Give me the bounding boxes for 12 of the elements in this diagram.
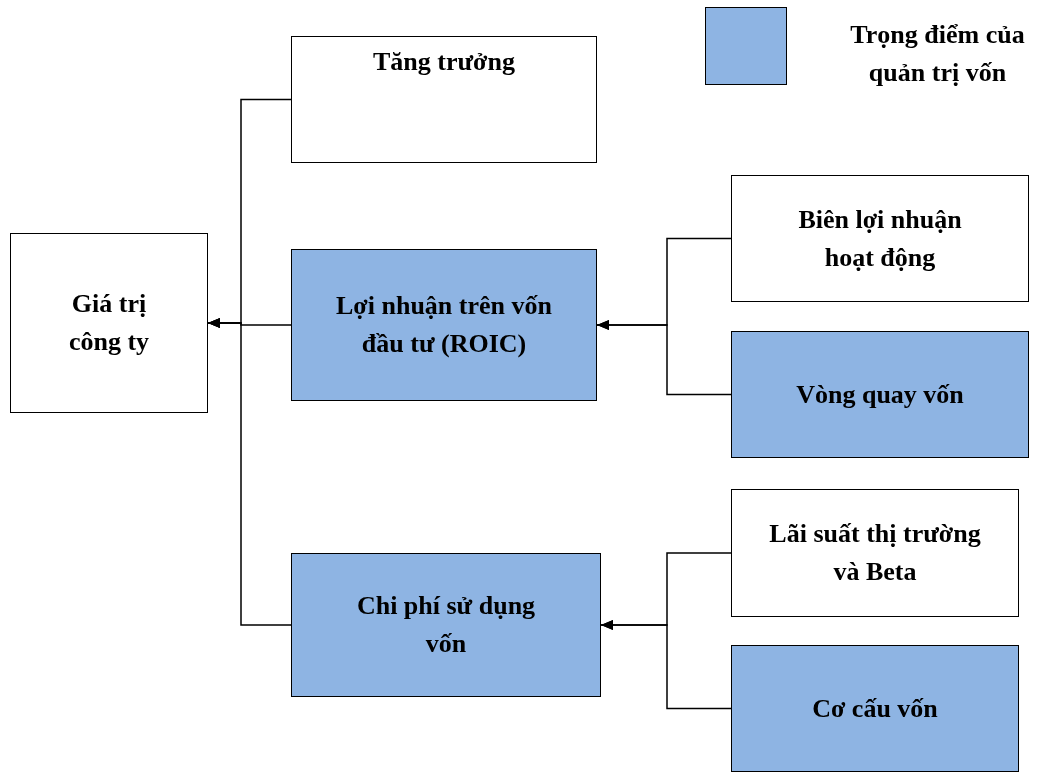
process-box: Tăng trưởng	[291, 36, 597, 163]
legend-label: Trọng điểm của quản trị vốn	[849, 19, 1026, 89]
connector-arrow	[596, 320, 732, 396]
highlighted-box: Lợi nhuận trên vốn đầu tư (ROIC)	[291, 249, 597, 401]
process-box: Lãi suất thị trường và Beta	[731, 489, 1019, 617]
highlighted-box: Vòng quay vốn	[731, 331, 1029, 458]
process-box: Biên lợi nhuận hoạt động	[731, 175, 1029, 302]
highlighted-box: Chi phí sử dụng vốn	[291, 553, 601, 697]
connector-arrow	[600, 620, 732, 710]
connector-arrow	[207, 318, 292, 626]
process-box: Giá trị công ty	[10, 233, 208, 413]
highlighted-box: Cơ cấu vốn	[731, 645, 1019, 772]
